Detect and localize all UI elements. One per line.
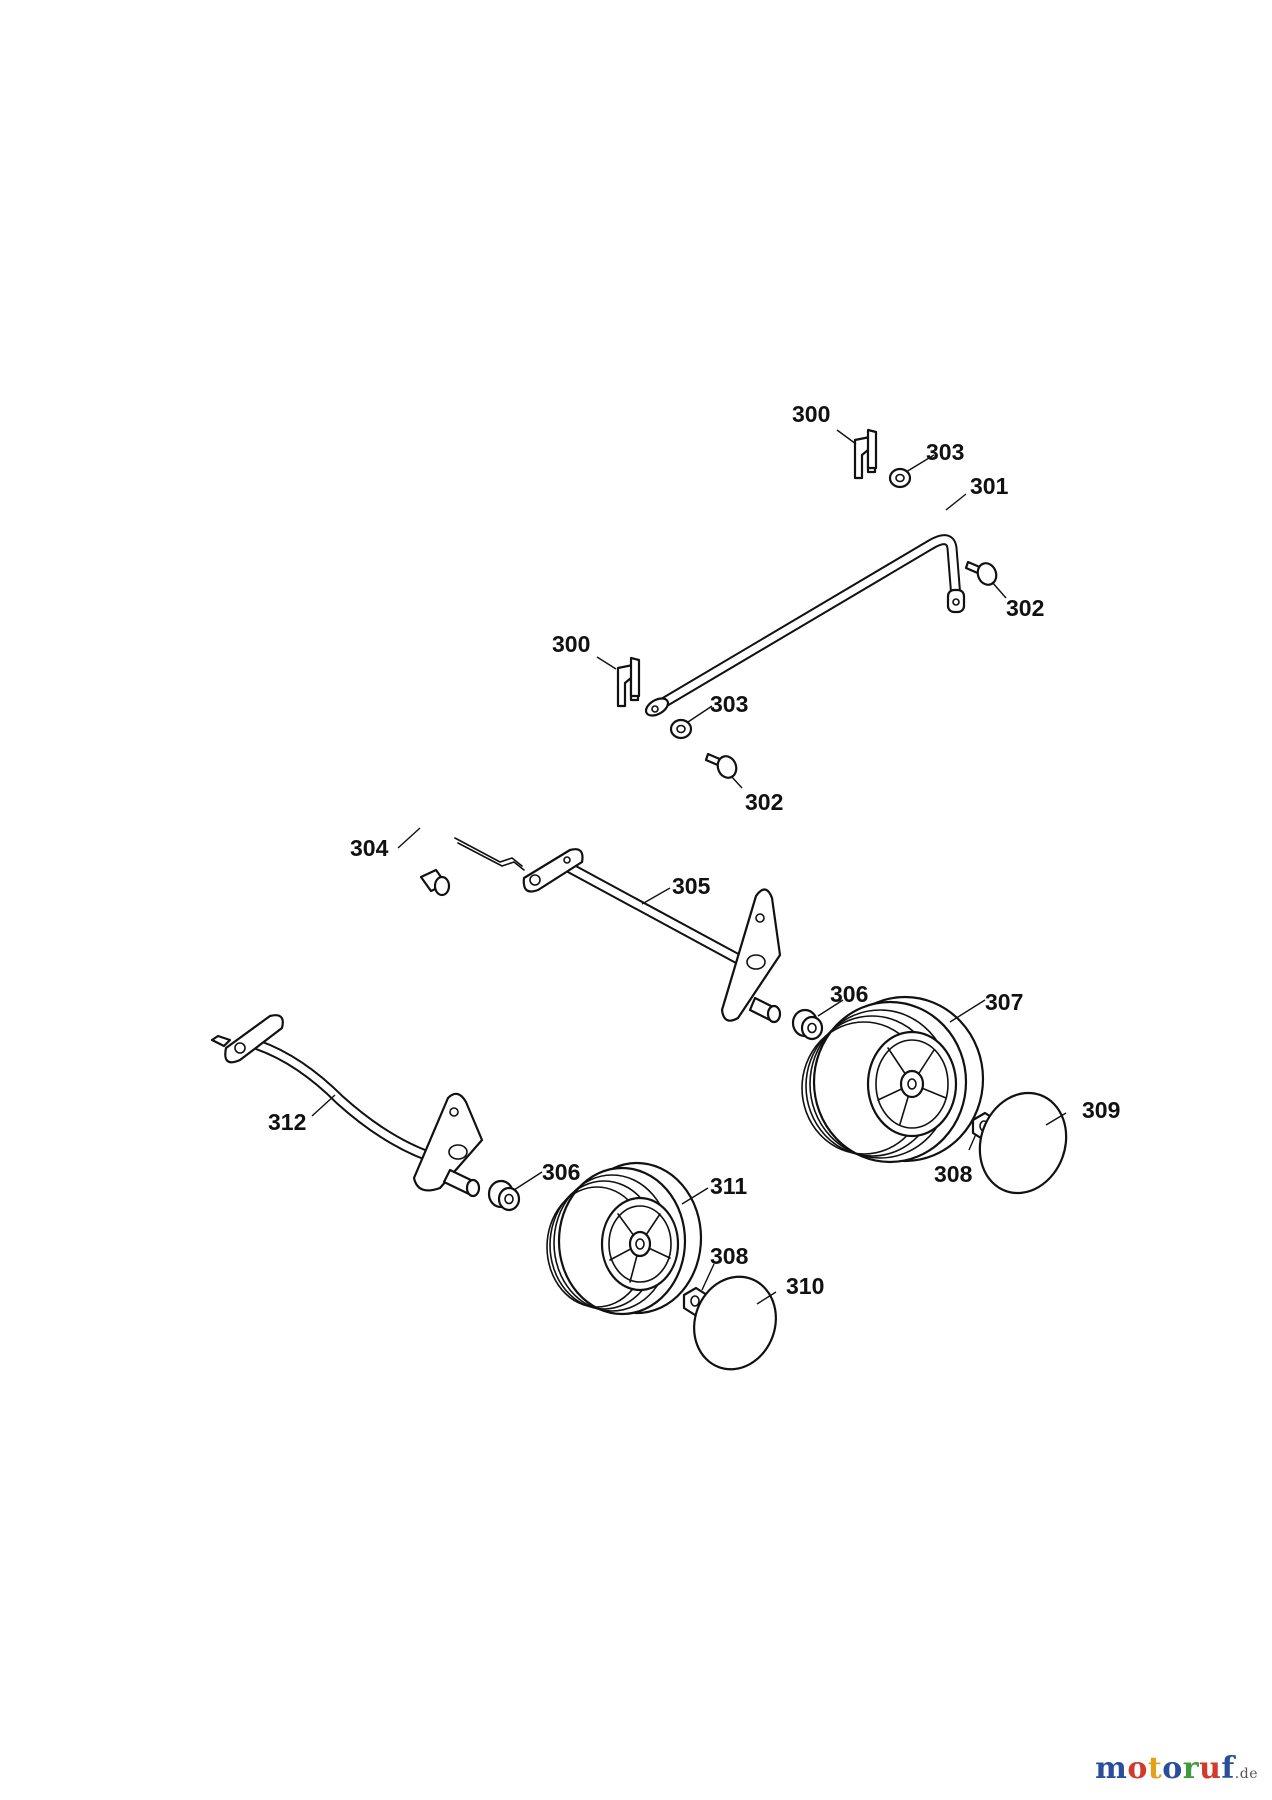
- front-axle-312: [210, 1014, 484, 1198]
- bolt-302-upper: [964, 560, 998, 586]
- watermark-letter: m: [1095, 1751, 1128, 1786]
- washer-303-upper: [888, 467, 912, 489]
- callout-306-front: 306: [542, 1159, 580, 1185]
- motoruf-watermark-logo: motoruf.de: [1095, 1751, 1258, 1786]
- callout-301: 301: [970, 473, 1009, 499]
- callout-306-rear: 306: [830, 981, 868, 1007]
- callout-302-upper: 302: [1006, 595, 1044, 621]
- callout-304: 304: [350, 835, 389, 861]
- callout-311: 311: [710, 1173, 747, 1199]
- watermark-letter: o: [1127, 1751, 1148, 1786]
- wheel-307: [801, 995, 985, 1164]
- callout-308-front: 308: [710, 1243, 749, 1269]
- spacer-306-rear: [791, 1008, 824, 1041]
- callout-303-upper: 303: [926, 439, 964, 465]
- callout-310: 310: [786, 1273, 824, 1299]
- callout-312: 312: [268, 1109, 306, 1135]
- hub-cap-309: [978, 1091, 1068, 1195]
- rear-axle-305: [522, 848, 782, 1024]
- watermark-letter: u: [1199, 1751, 1222, 1786]
- washer-303-lower: [669, 718, 693, 740]
- cable-end-304: [419, 837, 525, 897]
- callout-302-lower: 302: [745, 789, 783, 815]
- callout-303-lower: 303: [710, 691, 748, 717]
- callout-305: 305: [672, 873, 711, 899]
- wheel-311: [546, 1161, 703, 1316]
- watermark-letter: r: [1182, 1751, 1200, 1786]
- callout-labels: 300 303 301 302 300 303 302 304 305 306 …: [268, 401, 1120, 1299]
- watermark-letter: o: [1162, 1751, 1183, 1786]
- clip-300-upper: [853, 428, 878, 480]
- watermark-letter: t: [1147, 1751, 1163, 1786]
- hub-cap-310: [693, 1275, 777, 1371]
- callout-308-rear: 308: [934, 1161, 973, 1187]
- callout-307: 307: [985, 989, 1023, 1015]
- callout-309: 309: [1082, 1097, 1120, 1123]
- handle-bar-301: [644, 534, 966, 717]
- clip-300-lower: [616, 656, 641, 708]
- spacer-306-front: [487, 1179, 521, 1212]
- leader-lines: [311, 429, 1067, 1305]
- bolt-302-lower: [704, 752, 738, 779]
- callout-300-upper: 300: [792, 401, 830, 427]
- callout-300-lower: 300: [552, 631, 590, 657]
- watermark-letter: f: [1221, 1751, 1235, 1786]
- watermark-tld: .de: [1234, 1766, 1258, 1782]
